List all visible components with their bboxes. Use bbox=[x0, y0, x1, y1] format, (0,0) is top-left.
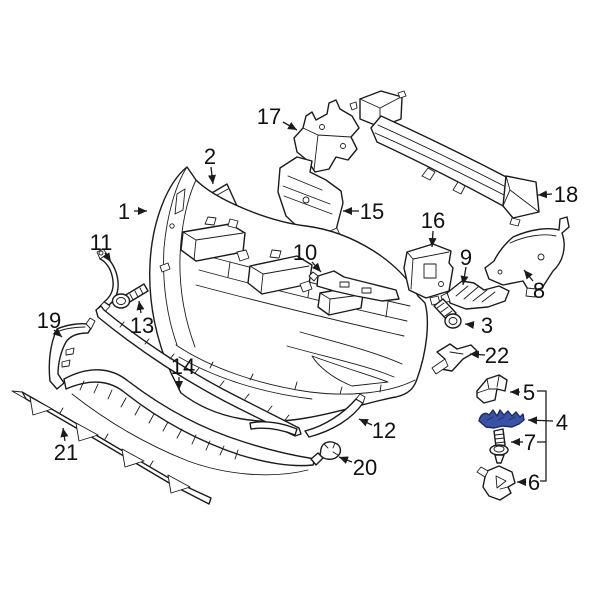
part-retainer-4-highlighted[interactable] bbox=[478, 409, 525, 429]
callout-3[interactable]: 3 bbox=[481, 313, 493, 338]
callout-15[interactable]: 15 bbox=[360, 199, 384, 224]
part-bolt-3[interactable] bbox=[433, 298, 462, 329]
part-lip-strip-14[interactable] bbox=[95, 305, 302, 437]
part-absorber-9[interactable] bbox=[440, 280, 510, 310]
part-screw-13[interactable] bbox=[111, 283, 149, 309]
callout-20[interactable]: 20 bbox=[353, 455, 377, 480]
callout-6[interactable]: 6 bbox=[528, 470, 540, 495]
callout-17[interactable]: 17 bbox=[257, 104, 281, 129]
callout-16[interactable]: 16 bbox=[421, 208, 445, 233]
callout-13[interactable]: 13 bbox=[130, 313, 154, 338]
callout-19[interactable]: 19 bbox=[37, 308, 61, 333]
callout-7[interactable]: 7 bbox=[524, 430, 536, 455]
part-upper-absorber-blocks[interactable] bbox=[180, 216, 364, 316]
part-clip-6[interactable] bbox=[476, 465, 516, 501]
callout-18[interactable]: 18 bbox=[554, 182, 578, 207]
callout-14[interactable]: 14 bbox=[171, 354, 195, 379]
callout-8[interactable]: 8 bbox=[533, 278, 545, 303]
callout-10[interactable]: 10 bbox=[293, 240, 317, 265]
part-bracket-17[interactable] bbox=[293, 99, 360, 173]
part-bracket-22[interactable] bbox=[431, 343, 478, 375]
callout-5[interactable]: 5 bbox=[523, 380, 535, 405]
part-lower-valance[interactable] bbox=[63, 369, 316, 476]
callout-1[interactable]: 1 bbox=[118, 199, 130, 224]
group-bracket-4 bbox=[537, 390, 547, 482]
callout-12[interactable]: 12 bbox=[372, 418, 396, 443]
part-screw-7[interactable] bbox=[489, 428, 509, 464]
callout-labels: 1 2 3 4 5 6 7 8 9 10 11 12 13 14 15 16 1… bbox=[37, 104, 578, 495]
callout-11[interactable]: 11 bbox=[90, 230, 113, 255]
part-skid-strip-21[interactable] bbox=[11, 390, 212, 505]
callout-4[interactable]: 4 bbox=[556, 410, 568, 435]
part-trim-strip-12[interactable] bbox=[249, 393, 366, 438]
callout-leader-lines bbox=[52, 121, 554, 486]
part-corner-bracket-8[interactable] bbox=[484, 216, 570, 298]
callout-2[interactable]: 2 bbox=[204, 144, 216, 169]
part-impact-bar[interactable] bbox=[349, 90, 540, 227]
callout-21[interactable]: 21 bbox=[54, 440, 78, 465]
part-clip-5[interactable] bbox=[476, 374, 508, 404]
callout-22[interactable]: 22 bbox=[485, 343, 509, 368]
part-corner-molding-19[interactable] bbox=[48, 317, 96, 390]
callout-9[interactable]: 9 bbox=[460, 245, 472, 270]
highlighted-part-shape[interactable] bbox=[478, 409, 525, 429]
part-rail-10[interactable] bbox=[308, 270, 400, 302]
part-grommet-20[interactable] bbox=[310, 441, 342, 466]
